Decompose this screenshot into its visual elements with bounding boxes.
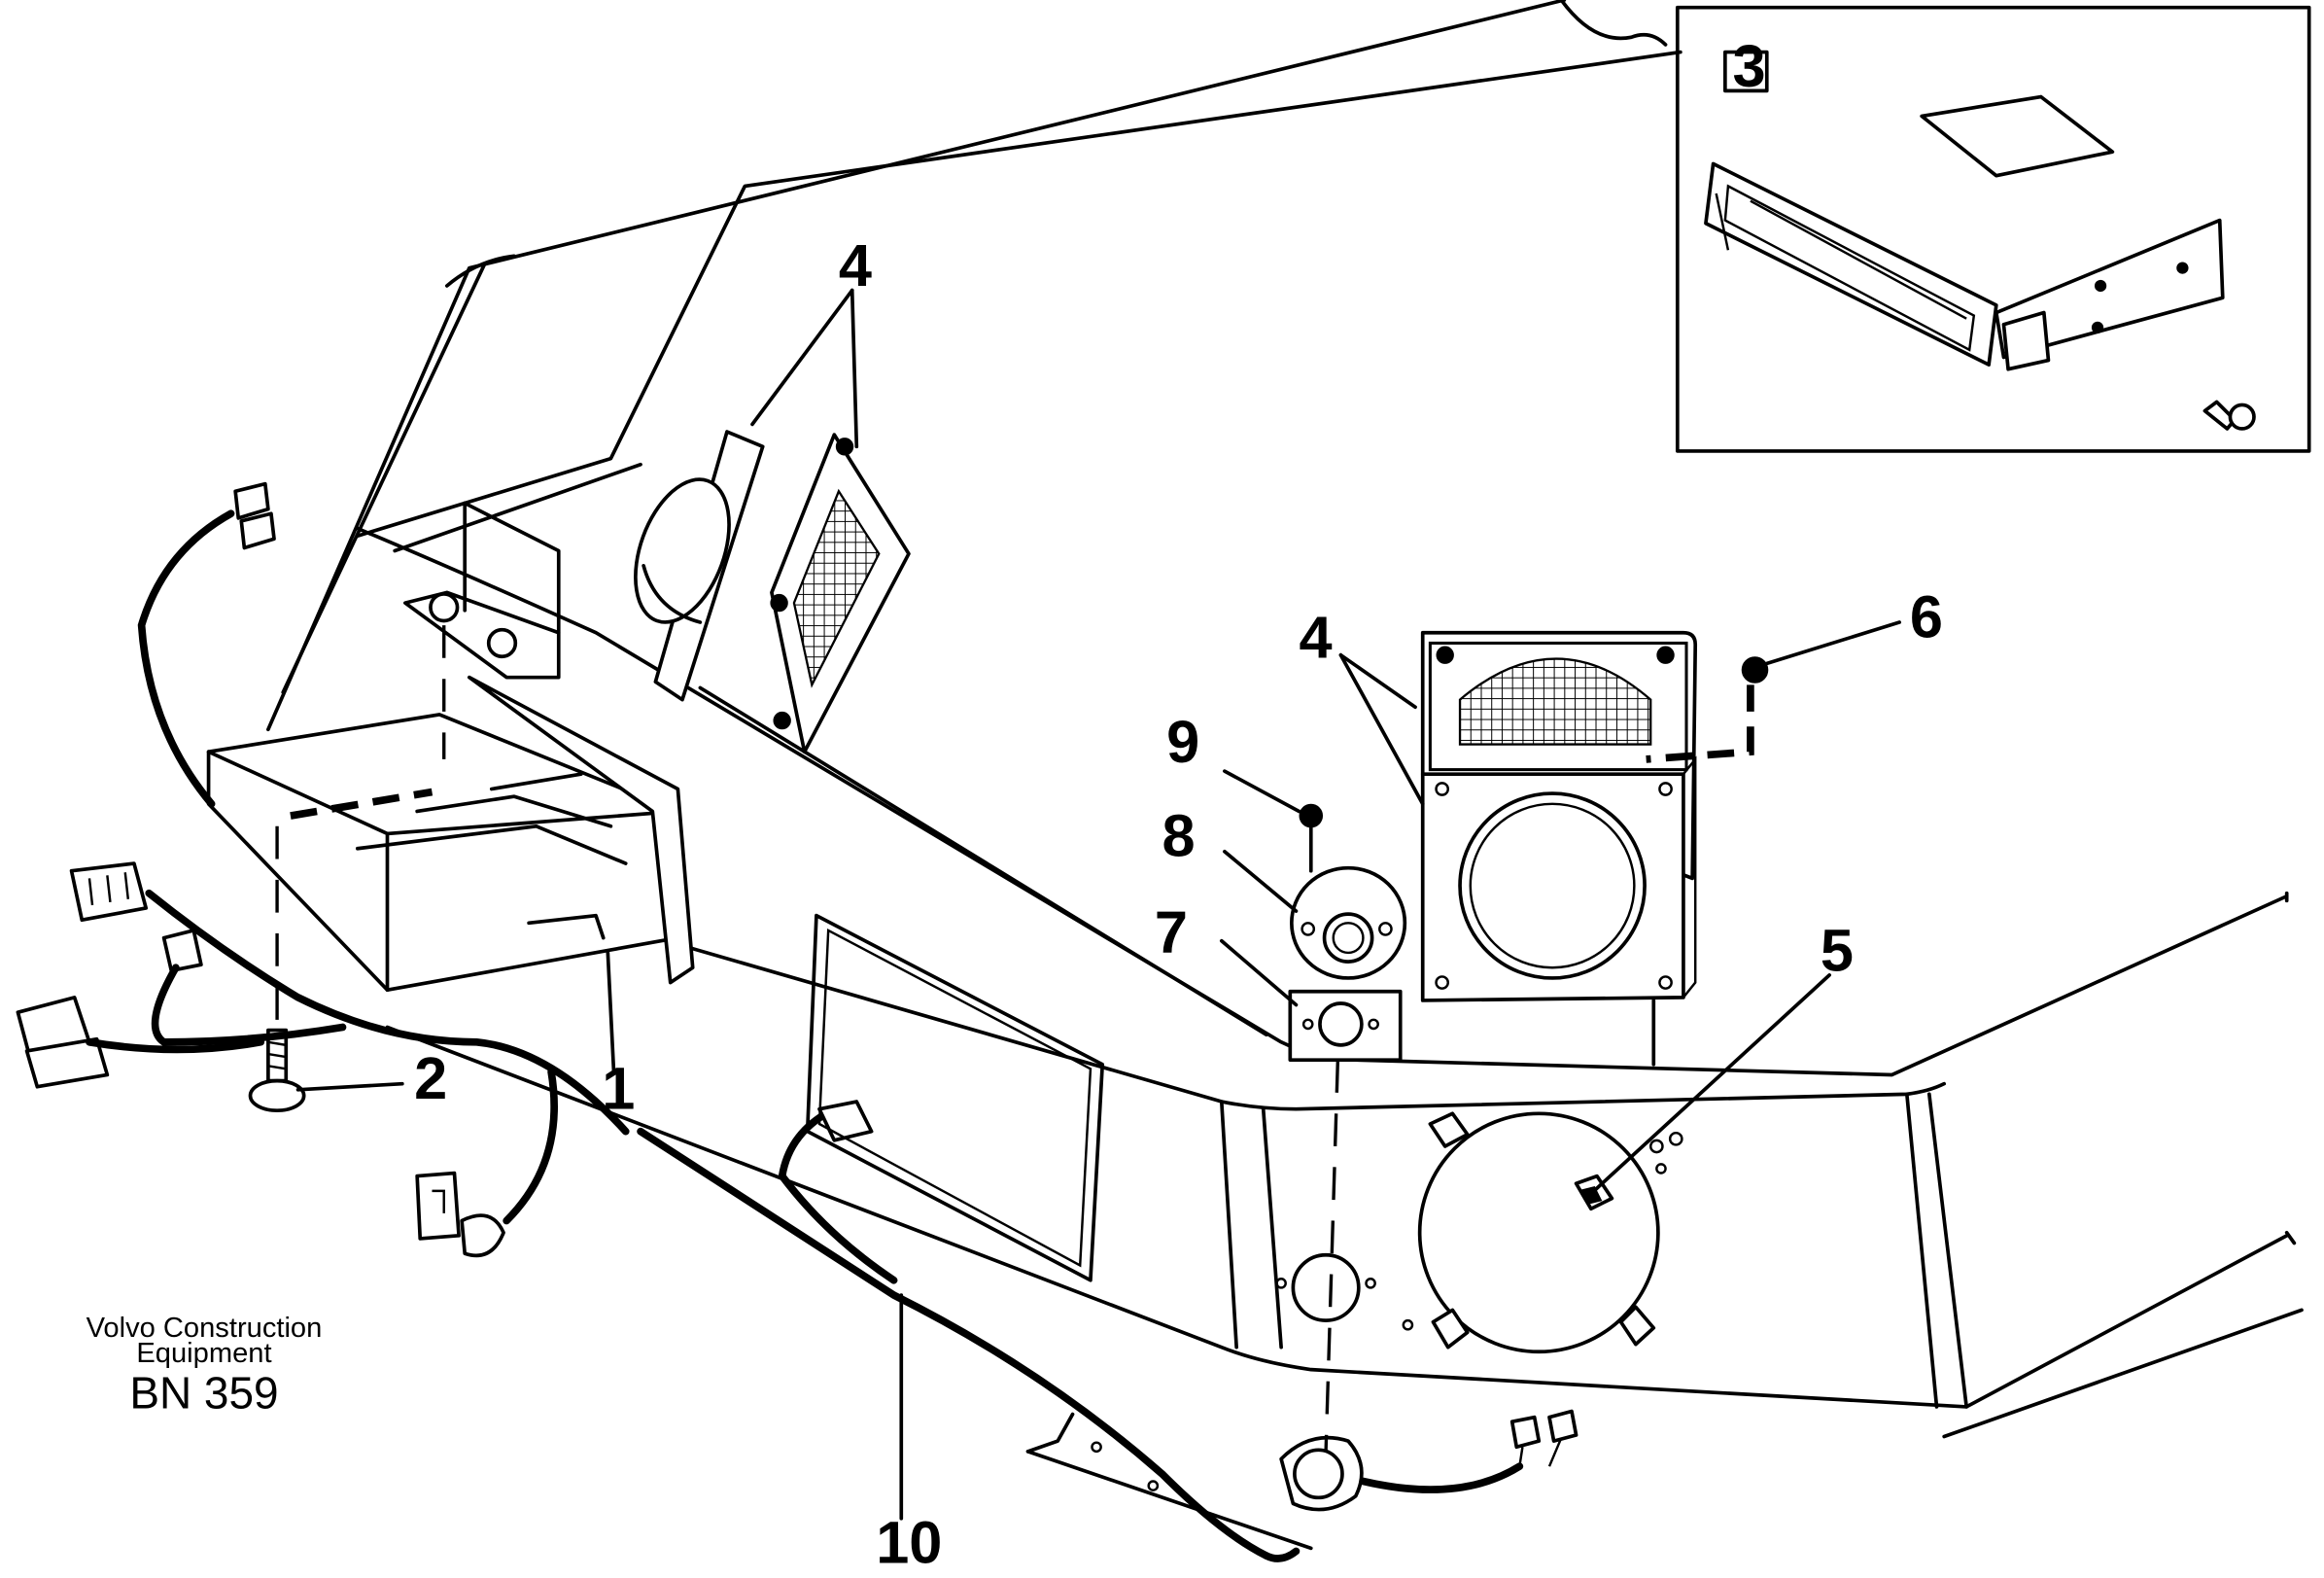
- inset-detail-box: 3: [1675, 5, 2311, 453]
- callout-7: 7: [1155, 899, 1188, 965]
- speaker-right-frame: [1420, 755, 1697, 1002]
- wiring-harness-left: [16, 481, 630, 1258]
- callout-9: 9: [1166, 709, 1199, 775]
- credit-line-2: Equipment: [136, 1338, 271, 1369]
- screw-6: [1646, 656, 1769, 763]
- credit-block: Volvo Construction Equipment BN 359: [87, 1313, 323, 1418]
- callout-5: 5: [1821, 917, 1854, 983]
- speaker-upper-left: [634, 430, 765, 702]
- speaker-upper-grille: [770, 433, 911, 754]
- callout-4-upper: 4: [839, 232, 872, 298]
- radio-holder-bracket: [403, 501, 561, 680]
- callout-10: 10: [876, 1510, 942, 1576]
- callout-1: 1: [602, 1056, 635, 1122]
- callout-8: 8: [1162, 802, 1196, 868]
- cab-body-outline: [266, 0, 2304, 1551]
- callout-3: 3: [1733, 33, 1766, 99]
- credit-line-1: Volvo Construction: [87, 1313, 323, 1344]
- lower-panel-hole: [1275, 1252, 1376, 1322]
- diagram-code: BN 359: [129, 1367, 278, 1418]
- radio-holder-box: [206, 625, 695, 993]
- switch-plate: [1288, 989, 1403, 1063]
- dashboard-cutout: [805, 913, 1105, 1282]
- screw-9: [1299, 803, 1324, 873]
- switch-knob: [1290, 865, 1407, 980]
- callout-2: 2: [414, 1045, 447, 1111]
- bolt: [248, 825, 306, 1113]
- callout-4-right: 4: [1300, 605, 1333, 671]
- leader-lines: [295, 288, 1902, 1521]
- switch-axis: [1324, 1060, 1340, 1452]
- callout-labels: 4 4 6 9 8 7 5 2 1 10: [414, 232, 1943, 1576]
- callout-6: 6: [1910, 583, 1943, 649]
